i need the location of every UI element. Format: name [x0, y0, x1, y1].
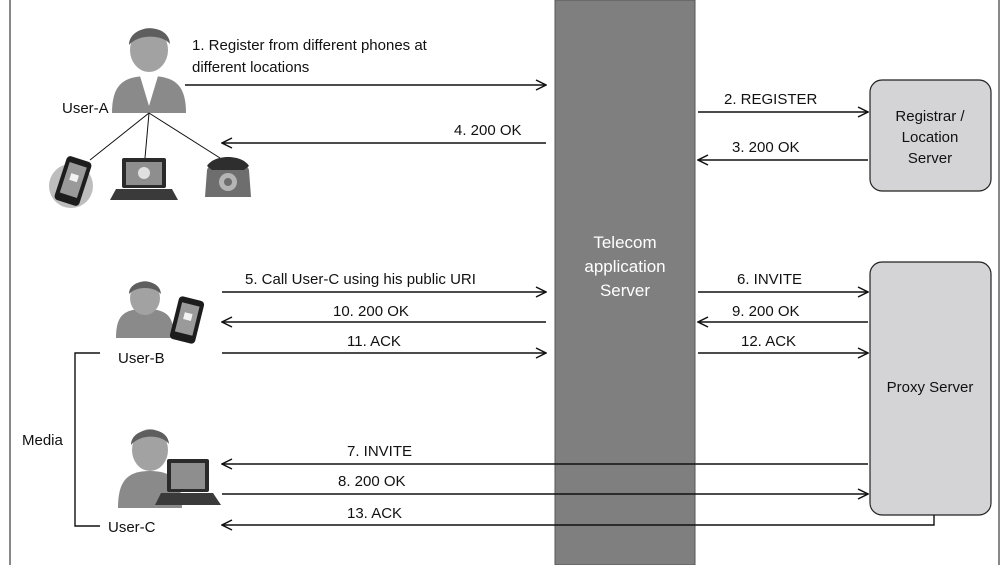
- msg-9-label: 9. 200 OK: [732, 303, 800, 320]
- media-label: Media: [22, 432, 64, 449]
- msg-11-label: 11. ACK: [347, 333, 401, 350]
- user-c-laptop-icon: [155, 459, 221, 505]
- laptop-icon: [110, 158, 178, 200]
- user-a-avatar-icon: [112, 28, 186, 113]
- user-b-smartphone-icon: [169, 296, 205, 344]
- msg-7-label: 7. INVITE: [347, 443, 412, 460]
- user-b-label: User-B: [118, 350, 165, 367]
- registrar-label-line3: Server: [908, 150, 952, 167]
- server-label-line2: application: [584, 257, 665, 276]
- registrar-label-line2: Location: [902, 129, 959, 146]
- user-c-label: User-C: [108, 519, 156, 536]
- msg-4-label: 4. 200 OK: [454, 122, 522, 139]
- user-a-link-deskphone: [148, 112, 221, 159]
- proxy-server-box: [869, 261, 992, 516]
- server-label-line1: Telecom: [593, 233, 656, 252]
- desk-phone-icon: [205, 157, 251, 197]
- media-bracket: [74, 352, 100, 527]
- server-label-line3: Server: [600, 281, 650, 300]
- msg-6-label: 6. INVITE: [737, 271, 802, 288]
- msg-12-label: 12. ACK: [741, 333, 796, 350]
- registrar-label-line1: Registrar /: [895, 108, 965, 125]
- msg-3-label: 3. 200 OK: [732, 139, 800, 156]
- user-a-link-laptop: [144, 112, 150, 159]
- smartphone-icon: [49, 156, 93, 208]
- msg-1-label-line2: different locations: [192, 59, 309, 76]
- user-a-link-phone: [89, 112, 150, 161]
- msg-13-arrow: [222, 515, 935, 525]
- proxy-server-label: Proxy Server: [887, 379, 974, 396]
- user-a-label: User-A: [62, 100, 109, 117]
- msg-10-label: 10. 200 OK: [333, 303, 409, 320]
- msg-1-label-line1: 1. Register from different phones at: [192, 37, 428, 54]
- msg-13-label: 13. ACK: [347, 505, 402, 522]
- msg-2-label: 2. REGISTER: [724, 91, 818, 108]
- msg-5-label: 5. Call User-C using his public URI: [245, 271, 476, 288]
- user-b-avatar-icon: [116, 281, 174, 338]
- telecom-server-column: [554, 0, 696, 565]
- registrar-box: [869, 79, 992, 192]
- msg-8-label: 8. 200 OK: [338, 473, 406, 490]
